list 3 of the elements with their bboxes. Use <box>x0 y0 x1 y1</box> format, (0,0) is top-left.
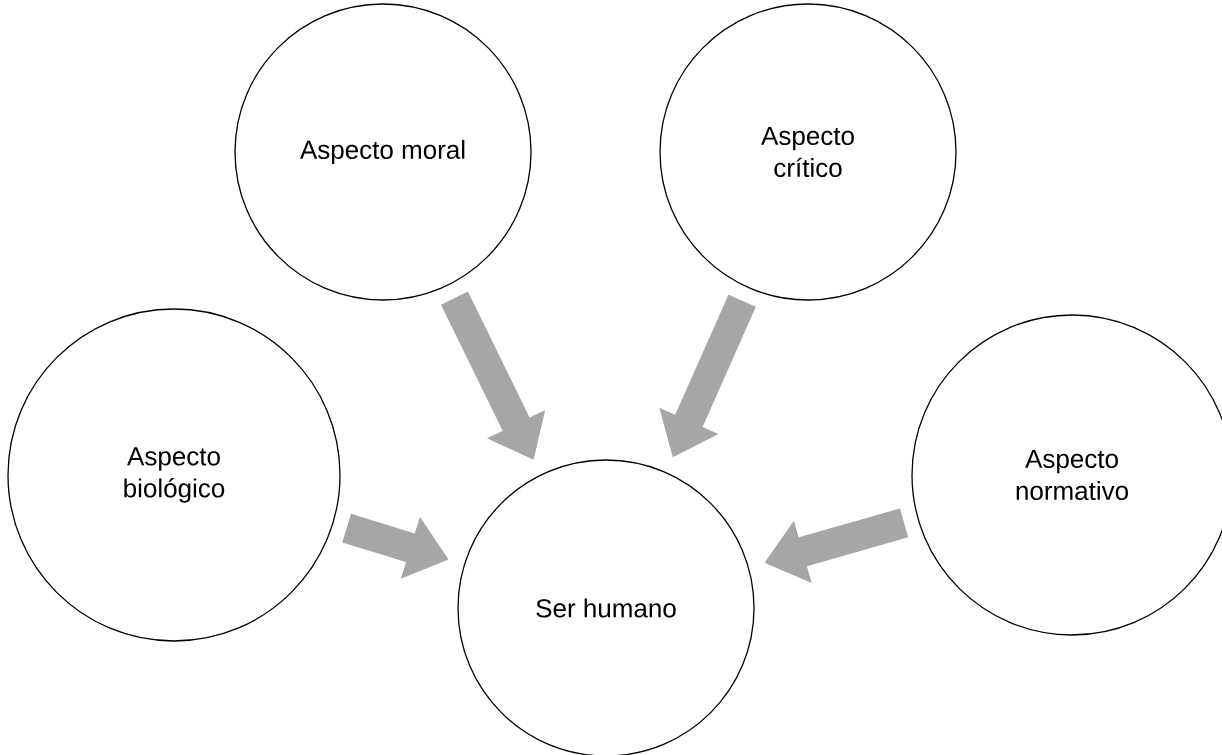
circle-node: Aspecto crítico <box>659 3 957 301</box>
circle-node: Aspecto biológico <box>7 308 341 642</box>
circle-node: Aspecto moral <box>234 3 532 301</box>
